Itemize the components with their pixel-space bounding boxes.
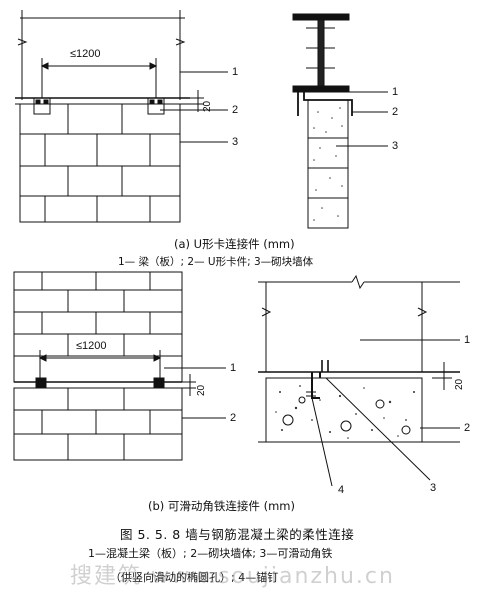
figure-title: 图 5. 5. 8 墙与钢筋混凝土梁的柔性连接 [120, 527, 355, 542]
panel-a-callout-2: 2 [232, 104, 239, 116]
panel-b-dim-gap-right: 20 [454, 378, 465, 390]
figure-legend-line2: （供竖向滑动的椭圆孔）; 4—锚钉 [110, 571, 279, 584]
panel-b-section-callout-3: 3 [430, 482, 437, 494]
panel-b-dim-spacing: ≤1200 [76, 340, 107, 352]
panel-b-elevation [13, 271, 226, 461]
panel-b-callout-2: 2 [230, 412, 237, 424]
panel-a-section-callout-3: 3 [392, 140, 399, 152]
panel-a-section-callout-2: 2 [392, 106, 399, 118]
panel-b-section [258, 274, 460, 487]
panel-a-callout-3: 3 [232, 136, 239, 148]
panel-b-section-callout-4: 4 [338, 484, 345, 496]
panel-a-section [292, 13, 388, 229]
panel-a-dim-spacing: ≤1200 [70, 48, 101, 60]
panel-a-section-callout-1: 1 [392, 86, 399, 98]
panel-b-section-callout-2: 2 [464, 422, 471, 434]
panel-b-caption: (b) 可滑动角铁连接件 (mm) [148, 499, 295, 513]
watermark: 搜建筑 www.soujianzhu.cn [70, 564, 395, 589]
panel-a-caption: (a) U形卡连接件 (mm) [174, 237, 295, 251]
panel-a-dim-gap: 20 [202, 100, 213, 112]
panel-b-callout-1: 1 [230, 362, 237, 374]
panel-b-dim-gap-left: 20 [196, 384, 207, 396]
panel-b-section-callout-1: 1 [464, 334, 471, 346]
panel-a-elevation [15, 10, 228, 223]
panel-a-legend: 1— 梁（板）; 2— U形卡件; 3—砌块墙体 [118, 256, 314, 268]
panel-a-callout-1: 1 [232, 66, 239, 78]
figure-legend-line1: 1—混凝土梁（板）; 2—砌块墙体; 3—可滑动角铁 [88, 547, 333, 560]
